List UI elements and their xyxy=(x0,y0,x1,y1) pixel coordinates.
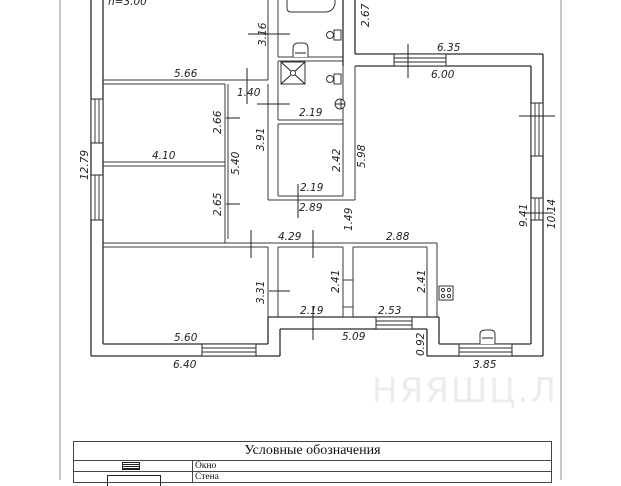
stove-icon xyxy=(438,285,454,301)
dim-storage-width: 2.19 xyxy=(300,182,324,194)
dim-room3-height: 2.65 xyxy=(212,192,224,216)
dim-core-height: 5.98 xyxy=(356,144,368,168)
legend-row-wall: Стена xyxy=(74,472,551,486)
dim-kitchen-width: 2.88 xyxy=(386,231,410,243)
window-left-upper xyxy=(90,98,104,144)
dim-storage-height: 2.42 xyxy=(331,148,343,172)
sink-icon-upper xyxy=(292,42,309,57)
window-top-living xyxy=(393,53,447,67)
dim-living-right-inner: 9.41 xyxy=(518,204,530,227)
dim-living-bottom: 3.85 xyxy=(473,359,497,371)
dim-bath-width: 2.19 xyxy=(299,107,323,119)
window-bottom-mid xyxy=(375,316,413,330)
window-right-lower xyxy=(530,197,544,221)
fixtures xyxy=(280,0,496,344)
dim-overall-left: 12.79 xyxy=(79,150,91,180)
dim-overall-bottom: 6.40 xyxy=(173,359,197,371)
interior-walls xyxy=(103,0,438,318)
shower-tray-icon xyxy=(280,61,306,85)
dim-room4-width: 5.60 xyxy=(174,332,198,344)
dim-room1-width: 5.66 xyxy=(174,68,198,80)
dimension-labels: h=3.00 3.16 5.66 2.67 1.40 2.19 3.91 2.6… xyxy=(79,0,558,371)
dim-room1-height: 3.16 xyxy=(257,22,269,46)
dim-bath-top: 2.67 xyxy=(360,3,372,27)
window-right-upper xyxy=(530,102,544,157)
dim-step-depth: 0.92 xyxy=(415,332,427,356)
bathtub-icon xyxy=(286,0,336,13)
wall-symbol-icon xyxy=(107,475,161,486)
window-bottom-right xyxy=(458,343,513,357)
legend-label: Окно xyxy=(195,461,217,471)
boiler-icon xyxy=(334,98,346,110)
toilet-icon-lower xyxy=(326,73,342,85)
dim-lower-corridor: 4.29 xyxy=(278,231,302,243)
sink-icon-living xyxy=(479,329,496,344)
dim-room2-width: 4.10 xyxy=(152,150,176,162)
dim-storage-outer: 2.89 xyxy=(299,202,323,214)
toilet-icon-upper xyxy=(326,29,342,41)
dim-wc-height: 2.41 xyxy=(330,270,342,293)
dim-utility-height: 2.41 xyxy=(416,270,428,293)
dim-corridor-length: 5.40 xyxy=(230,151,242,175)
dim-room2-height: 2.66 xyxy=(212,110,224,134)
dim-utility-width: 2.53 xyxy=(378,305,401,317)
dim-wc-width: 2.19 xyxy=(300,305,324,317)
legend-label: Стена xyxy=(195,472,219,482)
dim-corridor-small: 1.40 xyxy=(237,87,261,99)
dim-bottom-mid: 5.09 xyxy=(342,331,366,343)
dim-living-top-inner: 6.00 xyxy=(431,69,455,81)
window-bottom-left xyxy=(201,343,257,357)
dim-hall-length: 3.91 xyxy=(255,128,267,151)
window-symbol-icon xyxy=(122,462,140,470)
legend-row-window: Окно xyxy=(74,461,551,472)
watermark: НЯЯШЦ.Л xyxy=(372,371,558,411)
legend-table: Условные обозначения Окно Стена xyxy=(73,441,552,486)
window-left-lower xyxy=(90,174,104,221)
dim-living-top-outer: 6.35 xyxy=(437,42,461,54)
dim-room4-height: 3.31 xyxy=(255,281,267,304)
dim-passage: 1.49 xyxy=(343,207,355,231)
ceiling-height-label: h=3.00 xyxy=(108,0,147,8)
dim-living-right-outer: 10.14 xyxy=(546,199,558,229)
outer-walls xyxy=(90,0,544,357)
legend-title: Условные обозначения xyxy=(74,442,551,461)
dimension-ticks xyxy=(226,33,555,340)
